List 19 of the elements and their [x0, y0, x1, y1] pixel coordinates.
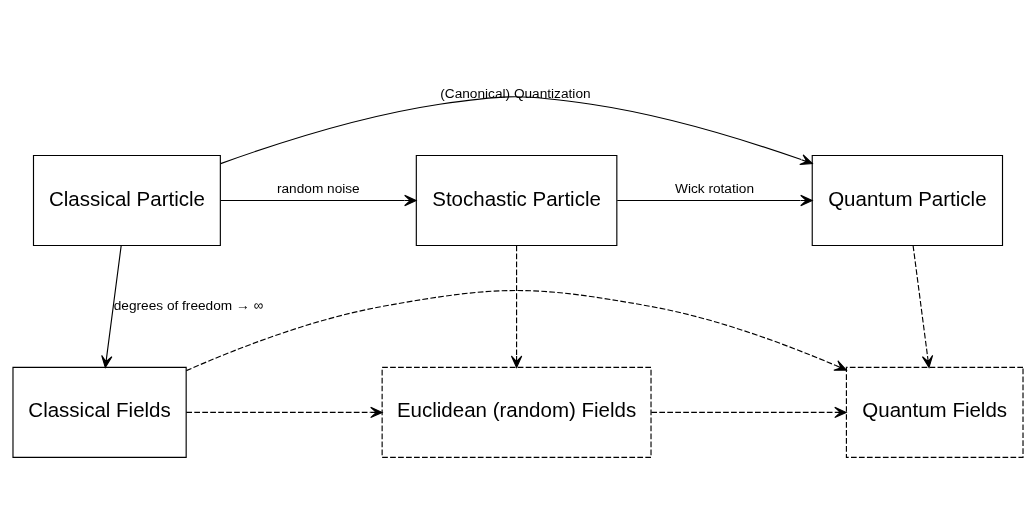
node-box: Quantum Particle	[811, 154, 1004, 246]
arrow	[220, 95, 813, 165]
edge-label: Wick rotation	[675, 180, 755, 196]
arrow	[616, 194, 813, 206]
edge-label: degrees of freedom → ∞	[113, 297, 264, 313]
arrow	[185, 406, 383, 418]
arrow	[510, 244, 523, 368]
node-box: Quantum Fields	[845, 366, 1024, 458]
edge-label: random noise	[276, 180, 360, 196]
arrow	[185, 289, 847, 371]
arrow	[912, 244, 934, 368]
node-box: Stochastic Particle	[415, 154, 618, 246]
arrow	[220, 194, 417, 206]
node-box: Classical Fields	[12, 366, 187, 458]
edge-label: (Canonical) Quantization	[440, 85, 591, 101]
node-box: Euclidean (random) Fields	[381, 366, 652, 458]
arrow	[101, 244, 122, 368]
arrow	[650, 406, 847, 418]
node-box: Classical Particle	[32, 154, 221, 246]
